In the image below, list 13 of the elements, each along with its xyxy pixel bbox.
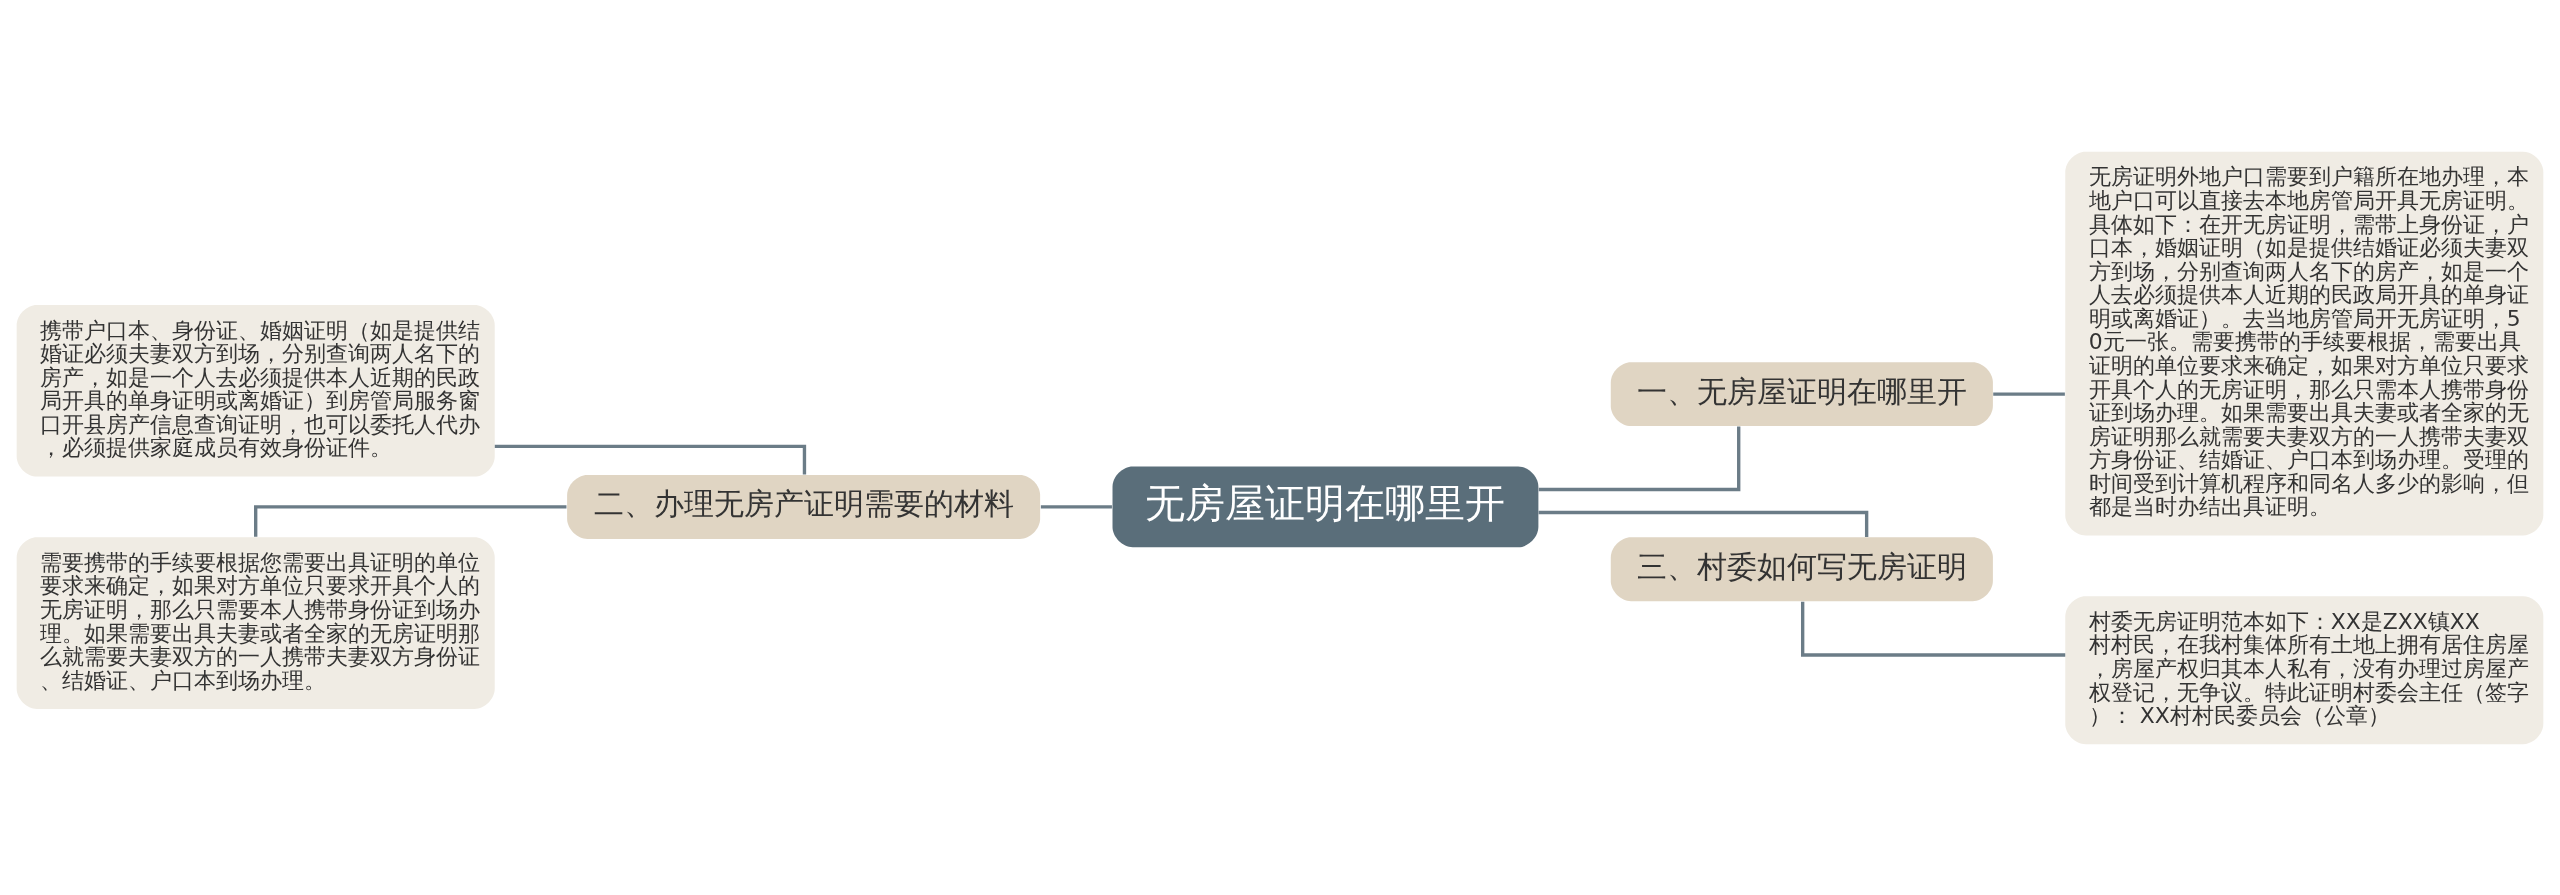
node-box: 需要携带的手续要根据您需要出具证明的单位要求来确定，如果对方单位只要求开具个人的无房证明，那么只需要本人携带身份证到场办理。如果需要出具夫妻或者全家的无房证明那么就需要夫妻双方的一人携带夫妻双方身份证、结婚证、户口本到场办理。: [16, 536, 495, 709]
node-box: 携带户口本、身份证、婚姻证明（如是提供结婚证必须夫妻双方到场，分别查询两人名下的房产，如是一个人去必须提供本人近期的民政局开具的单身证明或离婚证）到房管局服务窗口开县房产信息查询证明，也可以委托人代办，必须提供家庭成员有效身份证件。: [16, 304, 495, 477]
node-box: 二、办理无房产证明需要的材料: [567, 474, 1041, 539]
connector: [1538, 510, 1869, 537]
node-box: 无房证明外地户口需要到户籍所在地办理，本地户口可以直接去本地房管局开具无房证明。具体如下：在开无房证明，需带上身份证，户口本，婚姻证明（如是提供结婚证必须夫妻双方到场，分别查询两人名下的房产，如是一个人去必须提供本人近期的民政局开具的单身证明或离婚证）。去当地房管局开无房证明，50元一张。需要携带的手续要根据，需要出具证明的单位要求来确定，如果对方单位只要求开具个人的无房证明，那么只需本人携带身份证到场办理。如果需要出具夫妻或者全家的无房证明那么就需要夫妻双方的一人携带夫妻双方身份证、结婚证、户口本到场办理。受理的时间受到计算机程序和同名人多少的影响，但都是当时办结出具证明。: [2065, 151, 2544, 536]
connector: [1538, 425, 1741, 491]
node-box: 三、村委如何写无房证明: [1610, 536, 1993, 601]
connector: [1040, 504, 1112, 509]
connector: [1993, 391, 2065, 396]
node-box: 村委无房证明范本如下：XX是ZXX镇XX村村民，在我村集体所有土地上拥有居住房屋，房屋产权归其本人私有，没有办理过房屋产权登记，无争议。特此证明村委会主任（签字）： XX村村民委员会（公章）: [2065, 595, 2544, 744]
node-box: 一、无房屋证明在哪里开: [1610, 361, 1993, 426]
node-box: 无房屋证明在哪里开: [1112, 466, 1539, 547]
connector: [1801, 601, 2066, 657]
